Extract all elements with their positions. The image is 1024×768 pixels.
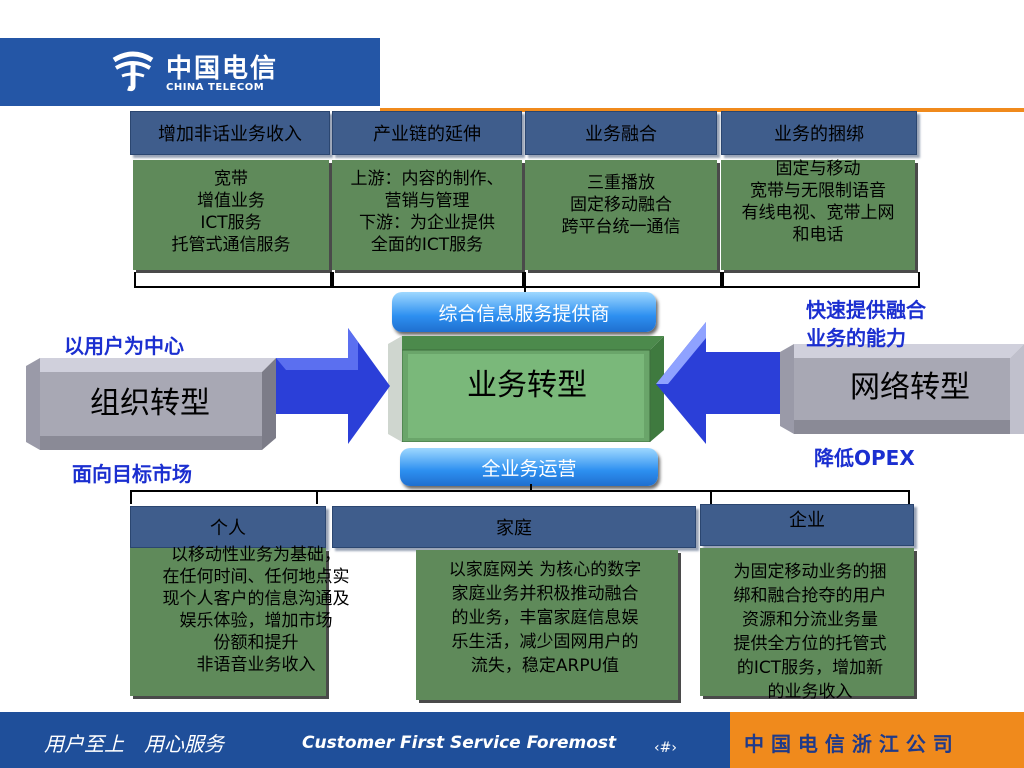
bottom-tick-4 (908, 490, 910, 504)
bottom-box-enterprise (700, 548, 914, 696)
top-header-value-chain: 产业链的延伸 (332, 111, 522, 155)
footer-page-number: ‹#› (654, 740, 677, 756)
bottom-tick-3 (710, 490, 712, 504)
center-main-box (388, 336, 664, 442)
logo-english-name: CHINA TELECOM (166, 82, 265, 93)
top-bracket-1 (134, 272, 334, 288)
footer-company-band (730, 712, 1024, 768)
top-box-service-fusion (525, 160, 717, 270)
bottom-box-personal (130, 548, 326, 696)
bottom-connector (530, 484, 532, 492)
top-text-service-fusion: 三重播放固定移动融合跨平台统一通信 (561, 173, 681, 237)
left-org-box (26, 358, 276, 450)
bottom-header-personal: 个人 (130, 506, 326, 548)
center-top-pill: 综合信息服务提供商 (392, 292, 656, 332)
left-top-note: 以用户为中心 (64, 334, 184, 358)
bottom-header-enterprise: 企业 (700, 504, 914, 546)
footer-company: 中 国 电 信 浙 江 公 司 (744, 732, 953, 756)
arrow-left-icon (656, 322, 780, 444)
right-network-label: 网络转型 (850, 370, 970, 405)
top-bracket-3 (522, 272, 724, 288)
top-header-service-fusion: 业务融合 (525, 111, 717, 155)
logo-band (0, 38, 380, 106)
logo-chinese-name: 中国电信 (166, 54, 279, 84)
footer-slogan-en: Customer First Service Foremost (302, 733, 617, 753)
top-box-non-voice (133, 160, 329, 270)
right-network-box (780, 344, 1024, 434)
top-text-bundling: 固定与移动宽带与无限制语音有线电视、宽带上网和电话 (741, 159, 895, 245)
footer-slogan-cn: 用户至上 用心服务 (44, 732, 224, 756)
bottom-text-personal: 以移动性业务为基础，在任何时间、任何地点实现个人客户的信息沟通及娱乐体验，增加市… (162, 545, 350, 675)
china-telecom-logo-icon (112, 51, 154, 92)
center-main-label: 业务转型 (467, 368, 587, 403)
top-bracket-2 (330, 272, 526, 288)
top-box-value-chain (332, 160, 522, 270)
right-bottom-note: 降低OPEX (814, 446, 915, 470)
bottom-bracket-line (130, 490, 910, 492)
right-top-note: 快速提供融合业务的能力 (806, 298, 926, 350)
left-org-label: 组织转型 (90, 386, 210, 421)
bottom-tick-2 (316, 490, 318, 504)
left-bottom-note: 面向目标市场 (72, 462, 192, 486)
top-header-non-voice: 增加非话业务收入 (130, 111, 330, 155)
top-header-bundling: 业务的捆绑 (721, 111, 917, 155)
bottom-tick-1 (130, 490, 132, 504)
top-box-bundling (721, 160, 915, 270)
top-bracket-4 (720, 272, 920, 288)
bottom-text-family: 以家庭网关 为核心的数字家庭业务并积极推动融合的业务，丰富家庭信息娱乐生活，减少… (448, 560, 642, 676)
bottom-box-family (416, 550, 678, 700)
arrow-right-icon (276, 328, 390, 444)
bottom-text-enterprise: 为固定移动业务的捆绑和融合抢夺的用户资源和分流业务量提供全方位的托管式的ICT服… (733, 562, 887, 702)
center-bottom-pill: 全业务运营 (400, 448, 658, 486)
header-divider (380, 108, 1024, 112)
bottom-header-family: 家庭 (332, 506, 696, 548)
top-text-value-chain: 上游：内容的制作、营销与管理下游：为企业提供全面的ICT服务 (350, 169, 504, 255)
